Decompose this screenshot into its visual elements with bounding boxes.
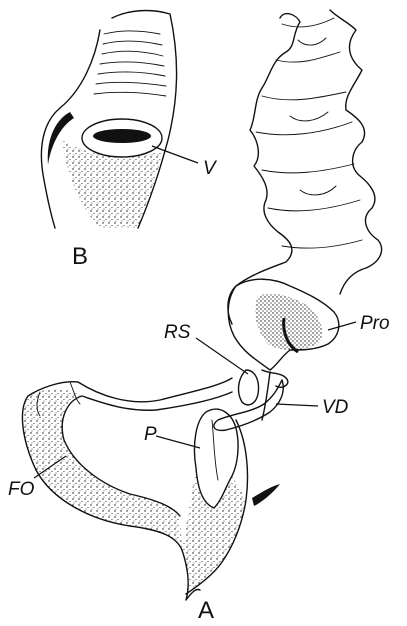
leader-p xyxy=(156,436,200,448)
receptaculum-seminis xyxy=(239,370,259,405)
leader-pro xyxy=(328,322,356,330)
atrium-stipple xyxy=(182,470,246,594)
panel-a: Pro RS VD FO P A xyxy=(8,10,390,624)
vaginal-opening xyxy=(93,129,151,143)
leader-rs xyxy=(196,338,248,374)
panel-b: V B xyxy=(41,11,218,270)
gland-folds xyxy=(256,18,362,248)
label-vd: VD xyxy=(322,397,349,418)
leader-vd xyxy=(276,404,318,406)
spermoviduct-coils xyxy=(262,370,288,420)
label-b: B xyxy=(72,243,88,270)
gland-ribbon-left xyxy=(228,14,300,324)
label-rs: RS xyxy=(164,322,191,343)
label-pro: Pro xyxy=(360,313,390,334)
retractor-muscle xyxy=(252,484,280,506)
label-p: P xyxy=(144,424,157,445)
label-fo: FO xyxy=(8,479,35,500)
rib-lines xyxy=(94,31,166,96)
label-a: A xyxy=(198,597,214,624)
label-v: V xyxy=(203,158,218,179)
